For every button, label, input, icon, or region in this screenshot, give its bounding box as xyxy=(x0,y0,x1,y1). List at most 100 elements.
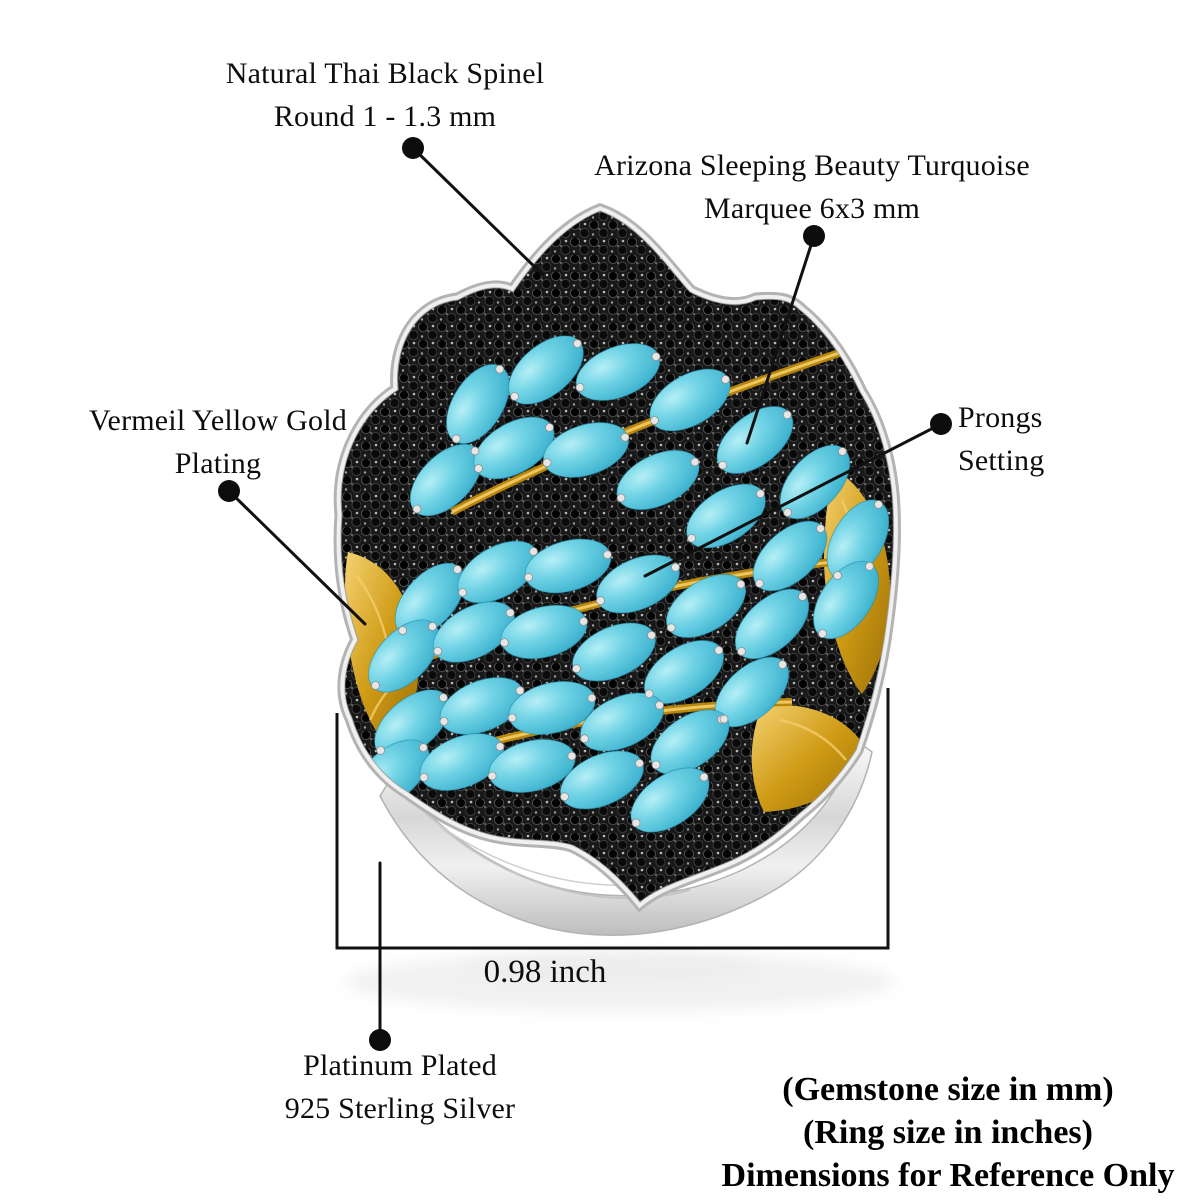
black-spinel-size: Round 1 - 1.3 mm xyxy=(273,100,497,133)
prong-dot xyxy=(650,416,659,425)
prong-dot xyxy=(433,646,443,656)
callout-dot-prongs xyxy=(930,413,952,435)
prong-dot xyxy=(579,617,588,626)
prong-dot xyxy=(510,391,519,401)
prong-dot xyxy=(573,339,582,349)
prong-dot xyxy=(499,638,509,647)
prong-dot xyxy=(495,364,505,374)
prong-dot xyxy=(782,410,792,420)
ring-band xyxy=(379,738,873,936)
prong-dot xyxy=(620,432,630,442)
prong-dot xyxy=(644,689,654,699)
prong-dot xyxy=(398,626,408,635)
callout-dot-platinum xyxy=(369,1029,391,1051)
disclaimer-line3: Dimensions for Reference Only xyxy=(721,1157,1175,1194)
prong-dot xyxy=(412,504,422,514)
platinum-line1: Platinum Plated xyxy=(303,1049,497,1082)
prong-dot xyxy=(495,742,505,751)
prong-dot xyxy=(560,792,569,802)
prong-dot xyxy=(438,693,448,702)
prong-dot xyxy=(439,717,449,726)
prong-dot xyxy=(529,547,538,556)
prong-dot xyxy=(572,664,581,674)
prong-dot xyxy=(737,647,746,656)
disclaimer-line1: (Gemstone size in mm) xyxy=(782,1071,1114,1108)
prong-dot xyxy=(816,524,825,533)
callout-dot-spinel xyxy=(402,137,424,159)
prong-dot xyxy=(603,550,612,560)
prong-dot xyxy=(778,660,787,669)
prong-dot xyxy=(865,562,874,571)
callout-line-spinel xyxy=(411,146,545,277)
prong-dot xyxy=(505,608,515,618)
prong-dot xyxy=(470,446,480,456)
prong-dot xyxy=(419,773,429,782)
prong-dot xyxy=(575,382,585,392)
callout-label-turquoise: Arizona Sleeping Beauty Turquoise Marque… xyxy=(512,144,1112,230)
prong-dot xyxy=(458,588,467,597)
vermeil-type: Plating xyxy=(174,447,262,480)
prong-dot xyxy=(587,693,597,703)
prong-dot xyxy=(756,489,765,499)
prong-dot xyxy=(838,447,847,456)
prong-dot xyxy=(452,565,462,574)
prong-dot xyxy=(545,423,554,432)
prong-dot xyxy=(524,572,533,582)
disclaimer-line2: (Ring size in inches) xyxy=(803,1114,1093,1151)
prong-dot xyxy=(699,772,709,782)
prong-dot xyxy=(666,623,676,633)
callout-dot-vermeil xyxy=(218,480,240,502)
prong-dot xyxy=(718,460,728,470)
prong-dot xyxy=(671,562,680,572)
prong-dot xyxy=(798,592,807,601)
prong-dot xyxy=(818,629,827,638)
prong-dot xyxy=(755,579,764,588)
callout-line-vermeil xyxy=(227,489,367,626)
prong-dot xyxy=(487,771,497,781)
prong-dot xyxy=(736,579,746,589)
prong-dot xyxy=(474,464,483,473)
prong-dot xyxy=(596,596,605,606)
prong-dot xyxy=(507,713,517,723)
callout-dots xyxy=(218,137,952,1051)
callout-dot-turquoise xyxy=(803,225,825,247)
callout-line-turquoise xyxy=(745,234,816,445)
ring-width-measurement: 0.98 inch xyxy=(483,954,607,990)
prongs-line2: Setting xyxy=(958,444,1045,477)
ring-reflection xyxy=(345,952,895,1012)
prong-dot xyxy=(376,746,386,755)
prong-dot xyxy=(542,458,552,468)
prong-dot xyxy=(655,700,664,710)
prong-dot xyxy=(428,622,437,631)
callout-label-platinum: Platinum Plated 925 Sterling Silver xyxy=(100,1044,700,1130)
prong-dot xyxy=(635,758,644,768)
prong-dot xyxy=(719,714,729,724)
prong-dot xyxy=(451,434,461,444)
callout-label-black-spinel: Natural Thai Black Spinel Round 1 - 1.3 … xyxy=(85,52,685,138)
prongs-line1: Prongs xyxy=(958,401,1043,434)
prong-dot xyxy=(580,734,589,744)
prong-dot xyxy=(783,508,792,517)
callout-pointers xyxy=(227,146,943,1040)
callout-label-prongs: Prongs Setting xyxy=(958,396,1188,482)
prong-dot xyxy=(515,686,525,695)
turquoise-size: Marquee 6x3 mm xyxy=(703,192,921,225)
prong-dot xyxy=(356,796,366,805)
prong-dot xyxy=(567,751,577,761)
prong-dot xyxy=(651,352,661,362)
callout-line-prongs xyxy=(643,422,943,578)
prong-dot xyxy=(631,818,641,828)
prong-dot xyxy=(418,743,428,752)
prong-dot xyxy=(651,760,661,770)
black-spinel-name: Natural Thai Black Spinel xyxy=(225,57,545,90)
turquoise-name: Arizona Sleeping Beauty Turquoise xyxy=(594,149,1030,182)
prong-dot xyxy=(371,681,380,690)
turquoise-stones xyxy=(354,335,890,833)
prong-dot xyxy=(721,375,730,384)
platinum-line2: 925 Sterling Silver xyxy=(284,1092,516,1125)
prong-dot xyxy=(690,457,700,467)
prong-dot xyxy=(714,645,724,655)
dimension-bracket xyxy=(335,688,890,950)
